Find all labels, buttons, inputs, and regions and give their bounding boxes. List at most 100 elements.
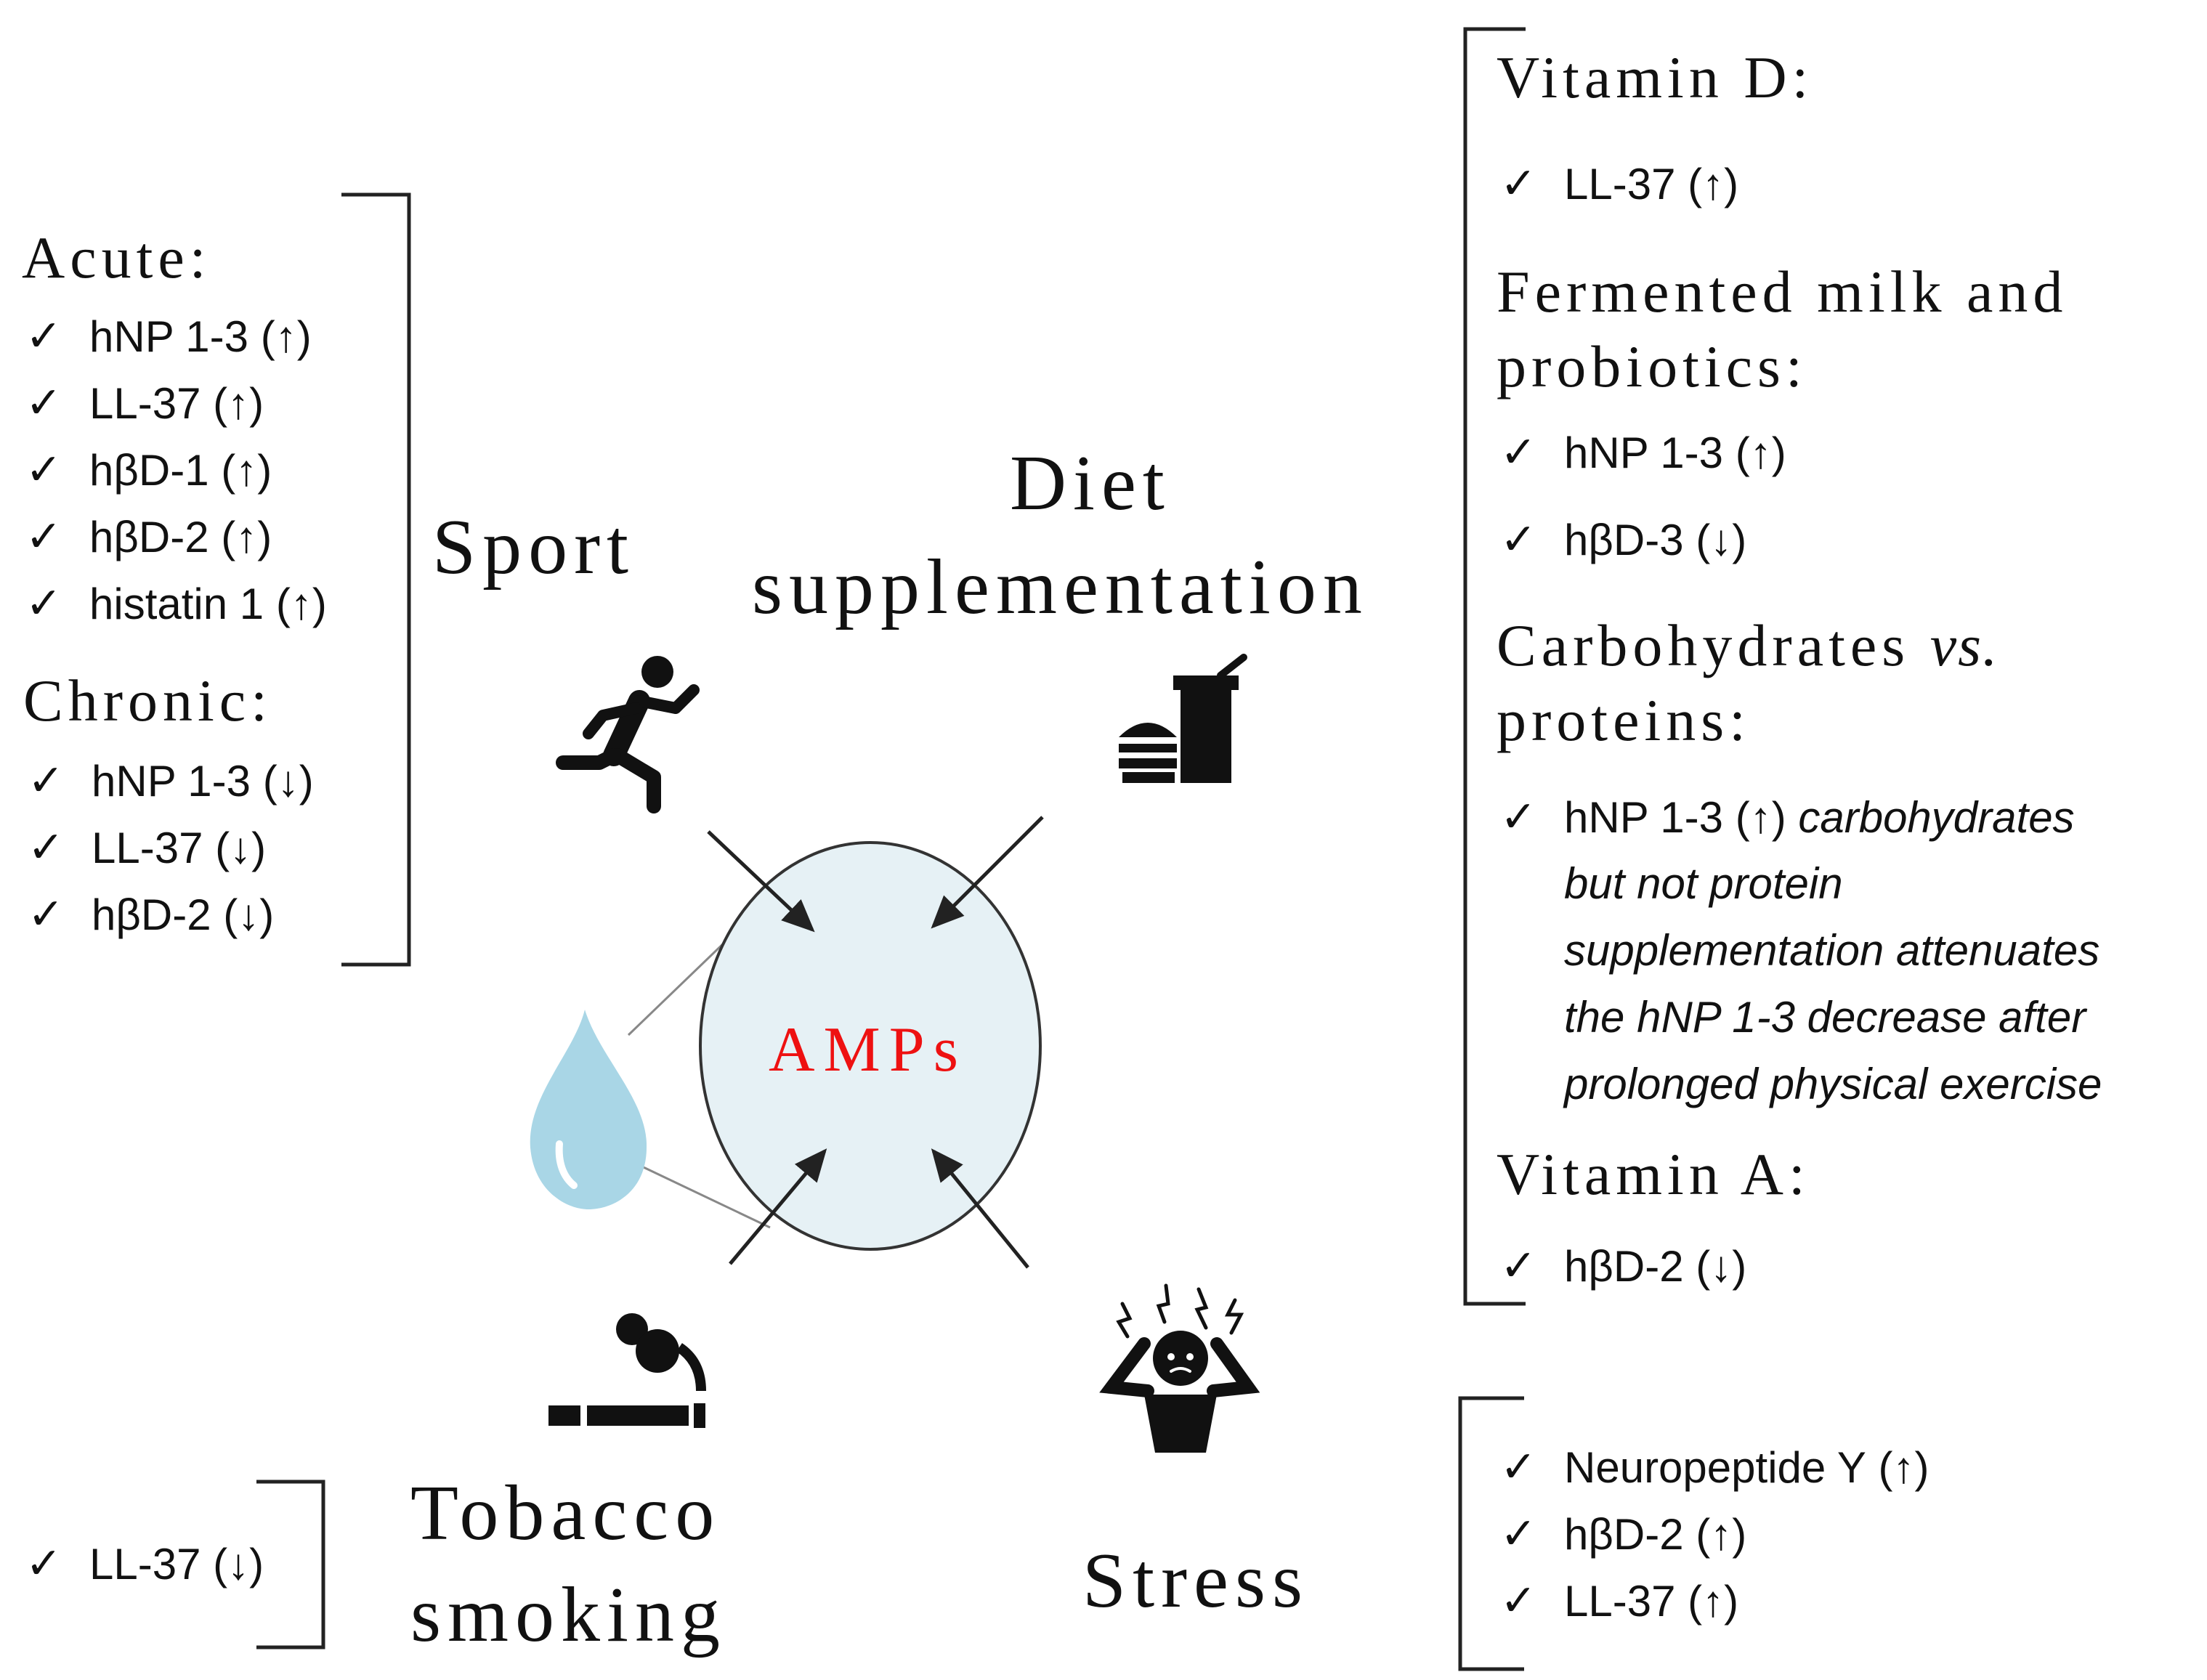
arrow-down-icon: ↓ xyxy=(227,1539,250,1588)
check-icon: ✓ xyxy=(1500,428,1537,476)
arrow-sport xyxy=(707,830,815,933)
list-item: ✓ hβD-2 (↓) xyxy=(1500,1241,1747,1291)
check-icon: ✓ xyxy=(1500,1442,1537,1491)
arrow-up-icon: ↑ xyxy=(235,445,258,495)
arrow-up-icon: ↑ xyxy=(1710,1509,1733,1559)
list-item: ✓ Neuropeptide Y (↑) xyxy=(1500,1442,1929,1492)
check-icon: ✓ xyxy=(1500,792,1537,841)
item-name: hNP 1-3 xyxy=(92,756,251,805)
list-item: ✓ hβD-1 (↑) xyxy=(25,445,272,495)
runner-icon xyxy=(556,656,700,813)
check-icon: ✓ xyxy=(25,579,62,628)
water-drop-icon xyxy=(530,1010,647,1209)
arrow-up-icon: ↑ xyxy=(1702,1576,1725,1626)
carb-note-line: the hNP 1-3 decrease after xyxy=(1564,993,2086,1042)
list-item: ✓ LL-37 (↓) xyxy=(28,823,267,872)
item-name: Neuropeptide Y xyxy=(1564,1442,1866,1492)
arrow-up-icon: ↑ xyxy=(290,579,312,628)
check-icon: ✓ xyxy=(1500,1509,1537,1558)
check-icon: ✓ xyxy=(28,890,65,938)
item-name: hNP 1-3 xyxy=(1564,792,1724,842)
carb-note-line: carbohydrates xyxy=(1798,792,2075,842)
check-icon: ✓ xyxy=(25,1539,62,1588)
check-icon: ✓ xyxy=(1500,515,1537,564)
arrow-down-icon: ↓ xyxy=(1710,515,1733,564)
category-sport: Sport xyxy=(432,504,636,591)
item-name: hNP 1-3 xyxy=(1564,428,1724,477)
item-name: hβD-2 xyxy=(1564,1509,1684,1559)
fast-food-icon xyxy=(1119,654,1247,783)
amps-label: AMPs xyxy=(769,1015,967,1085)
item-name: hβD-2 xyxy=(1564,1241,1684,1291)
check-icon: ✓ xyxy=(25,445,62,494)
item-name: hβD-2 xyxy=(92,890,211,939)
arrow-down-icon: ↓ xyxy=(238,890,260,939)
item-name: hβD-1 xyxy=(89,445,209,495)
category-diet-line1: Diet xyxy=(1010,440,1171,527)
amps-circle xyxy=(699,841,1042,1251)
check-icon: ✓ xyxy=(1500,1241,1537,1290)
stress-panel-bracket xyxy=(1458,1396,1524,1671)
sport-panel-bracket xyxy=(341,192,411,967)
arrow-up-icon: ↑ xyxy=(275,312,297,361)
item-name: hβD-2 xyxy=(89,512,209,561)
carb-heading-text: Carbohydrates xyxy=(1497,612,1911,678)
list-item: ✓ hβD-2 (↑) xyxy=(25,512,272,561)
item-name: LL-37 xyxy=(89,1539,201,1588)
arrow-up-icon: ↑ xyxy=(1892,1442,1915,1492)
check-icon: ✓ xyxy=(1500,159,1537,208)
stressed-person-icon xyxy=(1099,1283,1260,1453)
arrow-diet xyxy=(931,816,1044,929)
check-icon: ✓ xyxy=(25,378,62,427)
item-name: LL-37 xyxy=(89,378,201,428)
arrow-stress xyxy=(931,1148,1029,1269)
sport-chronic-heading: Chronic: xyxy=(23,667,272,734)
list-item: ✓ hNP 1-3 (↓) xyxy=(28,756,314,805)
sport-acute-heading: Acute: xyxy=(22,224,211,291)
check-icon: ✓ xyxy=(28,823,65,872)
carb-note-line: prolonged physical exercise xyxy=(1564,1060,2102,1108)
arrow-up-icon: ↑ xyxy=(1749,428,1772,477)
list-item: ✓ hNP 1-3 (↑) xyxy=(1500,428,1786,477)
drop-connector-top xyxy=(627,939,728,1036)
diet-carb-heading-line2: proteins: xyxy=(1497,687,1751,753)
list-item: ✓ hNP 1-3 (↑) xyxy=(25,312,312,361)
arrow-up-icon: ↑ xyxy=(1702,159,1725,208)
list-item: ✓ LL-37 (↑) xyxy=(25,378,264,428)
list-item: ✓ hβD-2 (↓) xyxy=(28,890,275,939)
item-name: LL-37 xyxy=(1564,1576,1676,1626)
arrow-down-icon: ↓ xyxy=(230,823,252,872)
list-item: ✓ histatin 1 (↑) xyxy=(25,579,327,628)
check-icon: ✓ xyxy=(1500,1576,1537,1625)
diet-panel-bracket xyxy=(1463,27,1526,1306)
list-item: ✓ LL-37 (↑) xyxy=(1500,159,1739,208)
check-icon: ✓ xyxy=(28,756,65,805)
item-name: LL-37 xyxy=(92,823,203,872)
list-item: ✓ hβD-2 (↑) xyxy=(1500,1509,1747,1559)
list-item: ✓ LL-37 (↑) xyxy=(1500,1576,1739,1626)
diet-ferm-heading-line1: Fermented milk and xyxy=(1497,259,2068,325)
diet-carb-heading-line1: Carbohydrates vs. xyxy=(1497,612,1999,680)
list-item: ✓ LL-37 (↓) xyxy=(25,1539,264,1588)
list-item: ✓ hβD-3 (↓) xyxy=(1500,515,1747,564)
carb-note-line: but not protein xyxy=(1564,859,1843,908)
category-tobacco-line1: Tobacco xyxy=(410,1470,721,1557)
arrow-tobacco xyxy=(729,1148,827,1265)
item-name: LL-37 xyxy=(1564,159,1676,208)
item-name: hβD-3 xyxy=(1564,515,1684,564)
item-name: hNP 1-3 xyxy=(89,312,249,361)
list-item: ✓ hNP 1-3 (↑) carbohydrates xyxy=(1500,792,2075,842)
item-name: histatin 1 xyxy=(89,579,264,628)
check-icon: ✓ xyxy=(25,512,62,561)
arrow-down-icon: ↓ xyxy=(1710,1241,1733,1291)
carb-heading-vs: vs. xyxy=(1929,612,1999,678)
category-stress: Stress xyxy=(1082,1538,1310,1624)
arrow-up-icon: ↑ xyxy=(235,512,258,561)
cigarette-icon xyxy=(548,1313,706,1428)
category-tobacco-line2: smoking xyxy=(410,1572,727,1658)
carb-note-line: supplementation attenuates xyxy=(1564,926,2100,975)
arrow-up-icon: ↑ xyxy=(1749,792,1772,842)
check-icon: ✓ xyxy=(25,312,62,360)
